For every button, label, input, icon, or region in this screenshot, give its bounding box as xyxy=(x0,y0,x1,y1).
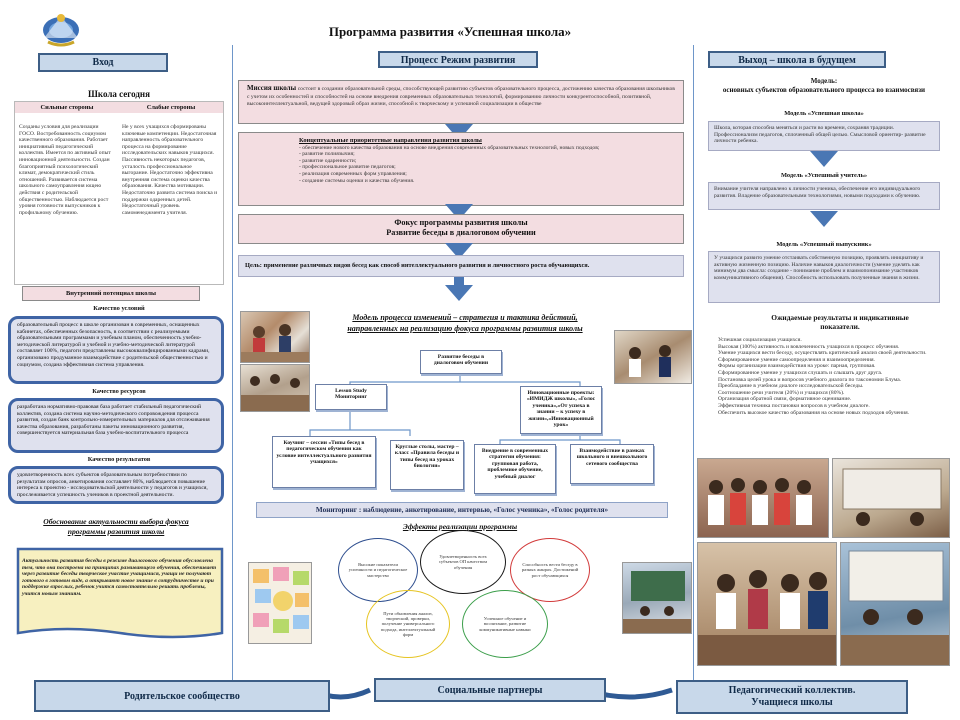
conditions-box: образовательный процесс в школе организо… xyxy=(8,316,224,384)
header-output: Выход – школа в будущем xyxy=(708,51,886,68)
teaching-staff-line-1: Педагогический коллектив. xyxy=(728,685,856,696)
priority-item: - развитие одаренности; xyxy=(299,157,357,164)
priority-item: - обеспечение нового качества образовани… xyxy=(299,144,600,151)
model-title: Модель процесса изменений – стратегия и … xyxy=(300,313,630,335)
priority-item: - профессиональное развитие педагогов; xyxy=(299,164,396,171)
goal-text: применение различных видов бесед как спо… xyxy=(263,262,590,269)
priority-item: - создание системы оценки и качества обу… xyxy=(299,177,415,184)
model-school-box: Школа, которая способна меняться и расти… xyxy=(708,121,940,151)
effect-circle-4: Пути обновления анализ, творческий, пров… xyxy=(366,590,450,658)
students-photo-4 xyxy=(840,542,950,666)
model-arrow-2 xyxy=(810,211,838,227)
column-divider-right xyxy=(693,45,694,685)
column-divider-left xyxy=(232,45,233,685)
results-item: Сформированное умение у учащихся слушать… xyxy=(718,369,883,376)
classroom-photo-1 xyxy=(240,311,310,363)
priority-item: - реализация современных форм управления… xyxy=(299,171,407,178)
models-title: Модель: основных субъектов образовательн… xyxy=(722,77,926,94)
rationale-title: Обоснование актуальности выбора фокуса п… xyxy=(43,517,189,536)
focus-line-1: Фокус программы развития школы xyxy=(394,218,528,227)
resources-box: разработана нормативно-правовая база раб… xyxy=(8,398,224,453)
mission-box: Миссия школы состоит в создании образова… xyxy=(238,80,684,124)
swot-table: Сильные стороны Слабые стороны Созданы у… xyxy=(14,101,224,285)
results-label: Качество результатов xyxy=(87,456,151,463)
weaknesses-label: Слабые стороны xyxy=(146,104,196,111)
model-school-label: Модель «Успешная школа» xyxy=(784,110,864,117)
priorities-box: Концептуальные приоритетные направления … xyxy=(238,132,684,206)
model-title-line-2: направленных на реализацию фокуса програ… xyxy=(347,323,583,333)
goal-box: Цель: применение различных видов бесед к… xyxy=(238,255,684,277)
priority-item: - развитие полиязычия; xyxy=(299,151,355,158)
arrow-4-stem xyxy=(454,277,464,287)
results-item: Соотношение речи учителя (20%) и учащихс… xyxy=(718,389,845,396)
classroom-photo-4 xyxy=(622,562,692,634)
model-title-line-1: Модель процесса изменений – стратегия и … xyxy=(352,313,578,322)
rationale-text: Актуальность развития беседы в режиме ди… xyxy=(22,558,217,597)
strengths-text: Созданы условия для реализации ГОСО. Вос… xyxy=(19,124,111,216)
node-leaf-strategies: Внедрение в современных стратегии обучен… xyxy=(474,444,556,494)
results-item: Формы организации взаимодействия на урок… xyxy=(718,363,876,370)
model-graduate-box: У учащихся развито умение отстаивать соб… xyxy=(708,251,940,303)
mission-label: Миссия школы xyxy=(247,84,297,92)
focus-box: Фокус программы развития школы Развитие … xyxy=(238,214,684,244)
effect-circle-3: Способность вести беседу в разных жанрах… xyxy=(510,538,590,602)
internal-env-label: Внутренний потенциал школы xyxy=(22,286,200,301)
sticky-notes-photo xyxy=(248,562,312,644)
model-teacher-box: Внимание учителя направлено к личности у… xyxy=(708,182,940,210)
mission-text: состоит в создании образовательной среды… xyxy=(247,86,675,108)
classroom-photo-3 xyxy=(614,330,692,384)
node-center: Развитие беседы в диалоговом обучении xyxy=(420,350,502,374)
node-leaf-roundtable: Круглые столы, мастер – класс «Правила б… xyxy=(390,440,464,490)
focus-line-2: Развитие беседы в диалоговом обучении xyxy=(386,227,536,237)
school-today-title: Школа сегодня xyxy=(88,89,150,99)
effect-circle-5: Успешное обучение и воспитание, развитие… xyxy=(462,590,548,658)
classroom-photo-2 xyxy=(240,364,310,412)
teaching-staff-box: Педагогический коллектив. Учащиеся школы xyxy=(676,680,908,714)
weaknesses-text: Не у всех учащихся сформированы ключевые… xyxy=(122,124,218,216)
page-title: Программа развития «Успешная школа» xyxy=(328,24,572,39)
results-item: Сформированное умение самоопределения и … xyxy=(718,356,875,363)
resources-label: Качество ресурсов xyxy=(92,388,146,395)
strengths-label: Сильные стороны xyxy=(40,104,94,111)
header-input: Вход xyxy=(38,53,168,72)
effect-circle-2: Удовлетворенность всех субъектов ОП каче… xyxy=(420,530,506,594)
school-logo xyxy=(38,8,84,48)
priorities-title: Концептуальные приоритетные направления … xyxy=(299,137,482,144)
effects-title: Эффекты реализации программы xyxy=(402,522,518,531)
model-graduate-label: Модель «Успешный выпускник» xyxy=(776,241,872,248)
results-item: Преобладание в учебном диалоге исследова… xyxy=(718,383,864,390)
node-leaf-coaching: Коучинг – сессии «Типы бесед в педагогич… xyxy=(272,436,376,488)
parent-community-box: Родительское сообщество xyxy=(34,680,330,712)
conditions-label: Качество условий xyxy=(93,305,145,312)
model-connectors xyxy=(309,370,621,444)
results-title: Ожидаемые результаты и индикативные пока… xyxy=(771,313,909,332)
social-partners-box: Социальные партнеры xyxy=(374,678,606,702)
swot-header-row: Сильные стороны Слабые стороны xyxy=(15,102,223,113)
teaching-staff-line-2: Учащиеся школы xyxy=(751,697,833,708)
goal-label: Цель: xyxy=(245,262,262,269)
model-arrow-1 xyxy=(810,151,838,167)
results-item: Эффективная техника постановки вопросов … xyxy=(718,402,870,409)
priorities-list: - обеспечение нового качества образовани… xyxy=(299,145,623,185)
results-list: Успешная социализация учащихся. Высокая … xyxy=(718,337,942,416)
results-box: удовлетворенность всех субъектов образов… xyxy=(8,466,224,504)
arrow-4-head xyxy=(445,285,473,301)
node-leaf-network: Взаимодействие в рамках школьного и внеш… xyxy=(570,444,654,484)
rationale-box: Актуальность развития беседы в режиме ди… xyxy=(14,547,226,641)
monitoring-bar: Мониторинг : наблюдение, анкетирование, … xyxy=(256,502,668,518)
results-item: Обеспечить высокое качество образования … xyxy=(718,409,910,416)
results-item: Постановка целей урока и вопросов учебно… xyxy=(718,376,902,383)
node-lesson-study: Lesson Study Мониторинг xyxy=(315,384,387,410)
results-item: Высокая (100%) активность и вовлеченност… xyxy=(718,343,900,350)
students-photo-1 xyxy=(697,458,829,538)
students-photo-2 xyxy=(832,458,950,538)
results-item: Организация обратной связи, формативное … xyxy=(718,396,852,403)
students-photo-3 xyxy=(697,542,837,666)
results-item: Умение учащихся вести беседу, осуществля… xyxy=(718,350,927,357)
results-item: Успешная социализация учащихся. xyxy=(718,337,802,343)
header-process: Процесс Режим развития xyxy=(378,51,538,68)
model-teacher-label: Модель «Успешный учитель» xyxy=(780,172,868,179)
node-innovation: Инновационные проекты: «ИМИДЖ школы», «Г… xyxy=(520,386,602,434)
